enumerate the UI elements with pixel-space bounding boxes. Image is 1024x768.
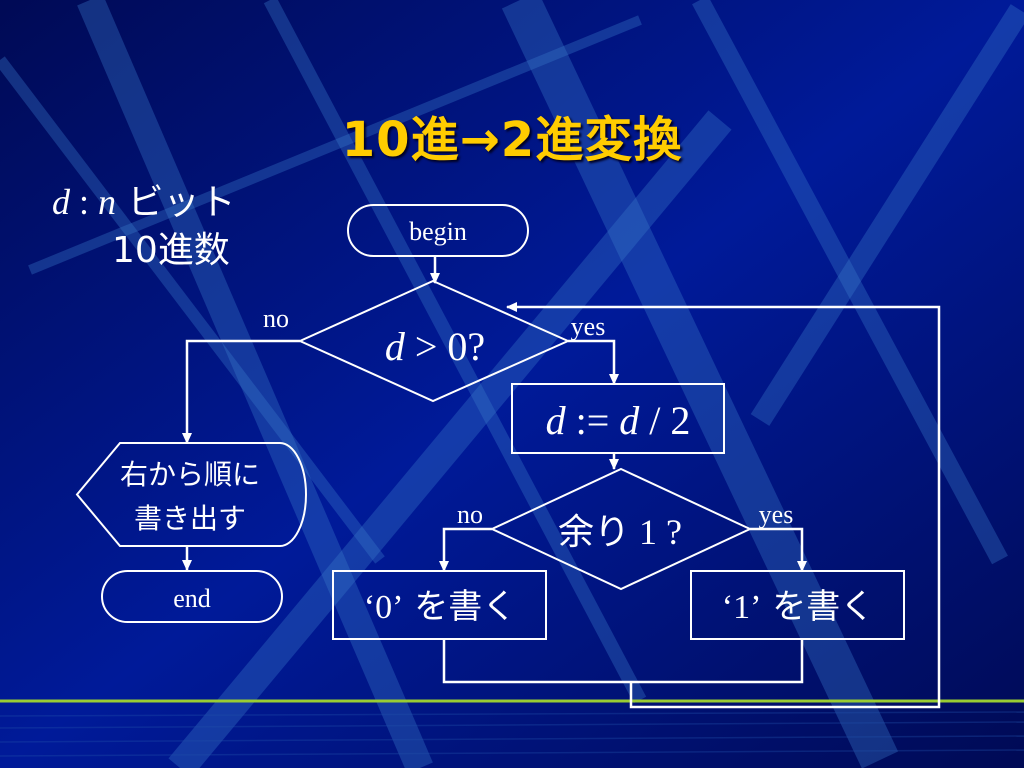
edge-cond1-yes <box>568 339 619 385</box>
edge-cond2-yes <box>750 527 807 572</box>
note-var-n: n <box>98 182 117 222</box>
cond2-rest: 1 ? <box>630 512 682 552</box>
cond1-text: d > 0? <box>385 324 485 369</box>
write-one-text: ‘1’ を書く <box>722 587 874 627</box>
end-terminal <box>101 570 283 623</box>
decision-remainder <box>489 467 753 591</box>
output-line2: 書き出す <box>134 502 246 535</box>
process-text: d := d / 2 <box>546 398 691 443</box>
edge-write0-merge <box>442 639 631 684</box>
write-zero-text: ‘0’ を書く <box>364 587 516 627</box>
note-bits: ビット <box>116 182 236 223</box>
write-one-box <box>690 570 905 640</box>
slide-title: 10進→2進変換 <box>341 112 683 168</box>
edge-loop-back <box>506 302 941 709</box>
decision-d-positive <box>297 279 571 403</box>
process-rest: / 2 <box>639 398 690 443</box>
cond2-yes-label: yes <box>759 500 794 529</box>
write-one-quote: ‘1’ <box>722 589 762 626</box>
cond1-var: d <box>385 324 406 369</box>
write-zero-box <box>332 570 547 640</box>
write-zero-quote: ‘0’ <box>364 589 404 626</box>
write-one-jp: を書く <box>761 587 874 627</box>
process-d-halve <box>511 383 725 454</box>
edge-cond2-no <box>439 527 492 572</box>
note-line2: 10進数 <box>112 230 230 271</box>
cond1-no-label: no <box>263 304 289 333</box>
cond2-no-label: no <box>457 500 483 529</box>
output-line1: 右から順に <box>120 458 260 491</box>
process-var2: d <box>619 398 640 443</box>
end-label: end <box>173 584 211 613</box>
cond1-rest: > 0? <box>405 324 485 369</box>
edge-write1-merge <box>631 639 804 684</box>
variable-note: d : n ビット 10進数 <box>52 178 235 275</box>
begin-terminal <box>347 204 529 257</box>
begin-label: begin <box>409 217 467 246</box>
write-zero-jp: を書く <box>403 587 516 627</box>
note-sep: : <box>70 182 99 222</box>
cond1-yes-label: yes <box>571 312 606 341</box>
process-var1: d <box>546 398 567 443</box>
process-op: := <box>566 398 620 443</box>
cond2-text: 余り 1 ? <box>558 512 682 553</box>
cond2-jp: 余り <box>558 512 630 553</box>
note-var-d: d <box>52 182 70 222</box>
edge-cond1-no <box>182 339 300 444</box>
output-display-shape <box>75 442 307 547</box>
